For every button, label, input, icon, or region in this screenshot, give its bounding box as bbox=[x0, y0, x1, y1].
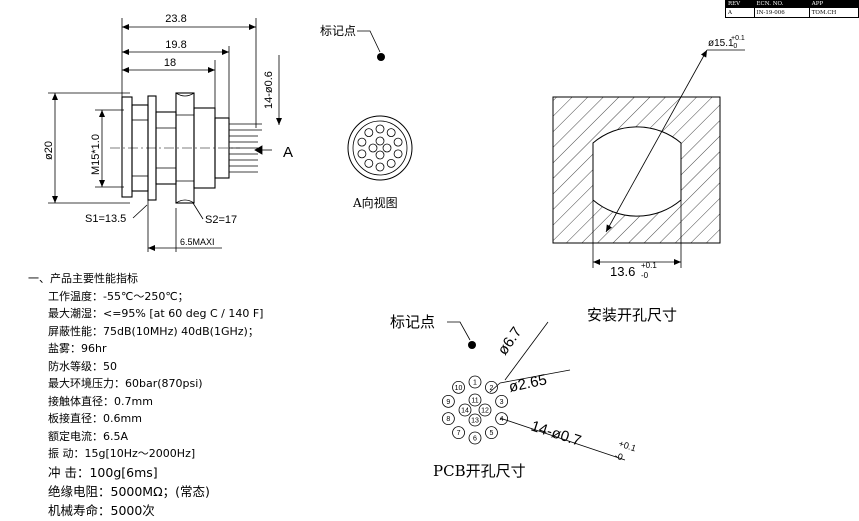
pin-hole bbox=[485, 380, 498, 394]
pin-number: 13 bbox=[471, 418, 479, 425]
pin-hole bbox=[468, 413, 482, 427]
pin-hole bbox=[382, 143, 392, 153]
side-view bbox=[48, 18, 282, 252]
dim-overall: 23.8 bbox=[165, 13, 186, 25]
pin-hole bbox=[478, 403, 492, 417]
dim-thread: M15*1.0 bbox=[90, 134, 102, 175]
pin-number: 3 bbox=[500, 399, 504, 406]
pin-hole bbox=[441, 412, 455, 426]
a-view-outer-circle bbox=[347, 115, 413, 181]
a-view-marker-dot bbox=[377, 53, 385, 61]
pin-hole bbox=[485, 426, 498, 440]
spec-row: 最大环境压力：60bar(870psi) bbox=[48, 377, 203, 390]
dim-mid: 19.8 bbox=[165, 39, 186, 51]
dim-diameter: ø20 bbox=[43, 141, 55, 160]
spec-row: 接触体直径：0.7mm bbox=[48, 394, 153, 408]
a-view-caption: A向视图 bbox=[352, 195, 398, 210]
pcb-dim-outer: ø6.7 bbox=[494, 324, 525, 358]
cutout-dim-width-tol-low: -0 bbox=[641, 271, 649, 280]
dim-pins: 14-ø0.6 bbox=[263, 71, 275, 109]
pin-hole bbox=[495, 394, 509, 408]
spec-row: 盐雾：96hr bbox=[48, 342, 107, 355]
a-view-pins bbox=[357, 124, 403, 172]
pin-number: 7 bbox=[457, 430, 461, 437]
revision-table: REV ECN. NO. APP A IN-19-006 TOM.CH bbox=[725, 0, 859, 18]
cutout-dim-width: 13.6 bbox=[610, 264, 635, 279]
pin-hole bbox=[386, 158, 396, 168]
pin-hole bbox=[375, 124, 385, 134]
pcb-caption: PCB开孔尺寸 bbox=[433, 462, 526, 480]
pin-number: 10 bbox=[455, 385, 463, 392]
pin-hole bbox=[364, 158, 374, 168]
pin-hole bbox=[468, 431, 482, 445]
dim-short: 18 bbox=[164, 57, 176, 69]
spec-row: 冲 击：100g[6ms] bbox=[48, 464, 158, 480]
pin-hole bbox=[386, 128, 396, 138]
cutout-dim-diameter: ø15.1 bbox=[708, 38, 734, 49]
pin-number: 2 bbox=[490, 385, 494, 392]
pin-hole bbox=[368, 143, 378, 153]
pin-hole bbox=[468, 375, 482, 389]
panel-cutout: ø15.1 +0.1 -0 13.6 +0.1 -0 安装开孔尺寸 bbox=[552, 35, 745, 324]
pin-hole bbox=[452, 426, 465, 440]
pin-hole bbox=[452, 380, 465, 394]
pin-hole bbox=[364, 128, 374, 138]
pin-hole bbox=[468, 393, 482, 407]
cutout-dim-diameter-tol-up: +0.1 bbox=[731, 35, 745, 42]
pin-number: 6 bbox=[473, 436, 477, 443]
pin-hole bbox=[393, 149, 403, 159]
label-s2: S2=17 bbox=[205, 214, 237, 226]
pin-hole bbox=[441, 394, 455, 408]
revision-app: TOM.CH bbox=[808, 7, 859, 18]
label-s1: S1=13.5 bbox=[85, 213, 126, 225]
spec-row: 绝缘电阻：5000MΩ；(常态) bbox=[48, 483, 210, 499]
pin-hole bbox=[375, 136, 385, 146]
pin-number: 14 bbox=[461, 408, 469, 415]
pcb-marker-dot bbox=[468, 341, 476, 349]
pcb-dim-inner: ø2.65 bbox=[507, 371, 548, 396]
pin-hole bbox=[375, 162, 385, 172]
pin-hole bbox=[393, 137, 403, 147]
spec-row: 机械寿命：5000次 bbox=[48, 502, 155, 518]
revision-table-header: REV ECN. NO. APP bbox=[725, 0, 859, 8]
cutout-hole bbox=[592, 126, 682, 217]
spec-row: 额定电流：6.5A bbox=[48, 429, 129, 443]
spec-list: 一、产品主要性能指标 工作温度：-55℃～250℃； 最大潮湿：<=95% [a… bbox=[28, 270, 328, 520]
arrow-a-label: A bbox=[283, 144, 293, 161]
cutout-dim-diameter-tol-low: -0 bbox=[731, 43, 737, 50]
pin-number: 5 bbox=[490, 430, 494, 437]
pin-hole bbox=[375, 150, 385, 160]
a-view: 标记点 A向视图 bbox=[320, 24, 413, 210]
pin-number: 1 bbox=[473, 380, 477, 387]
side-view-labels: 23.8 19.8 18 14-ø0.6 ø20 M15*1.0 S1=13.5… bbox=[43, 13, 293, 247]
pin-number: 9 bbox=[446, 399, 450, 406]
spec-row: 振 动：15g[10Hz～2000Hz] bbox=[48, 447, 196, 460]
pcb-marker-label: 标记点 bbox=[390, 313, 435, 331]
spec-heading: 一、产品主要性能指标 bbox=[28, 272, 138, 285]
pin-hole bbox=[357, 149, 367, 159]
pin-number: 12 bbox=[481, 408, 489, 415]
spec-row: 板接直径：0.6mm bbox=[48, 412, 142, 425]
spec-row: 工作温度：-55℃～250℃； bbox=[48, 289, 189, 303]
spec-row: 防水等级：50 bbox=[48, 359, 117, 373]
a-view-marker-label: 标记点 bbox=[320, 24, 356, 38]
spec-row: 最大潮湿：<=95% [at 60 deg C / 140 F] bbox=[48, 307, 264, 320]
pcb-dim-holes-tol-low: -0 bbox=[613, 450, 624, 462]
pin-number: 4 bbox=[500, 416, 504, 423]
pin-hole bbox=[458, 403, 472, 417]
label-max: 6.5MAXI bbox=[180, 237, 215, 247]
revision-table-row: A IN-19-006 TOM.CH bbox=[725, 7, 859, 18]
cutout-caption: 安装开孔尺寸 bbox=[587, 306, 677, 324]
cutout-dim-width-tol-up: +0.1 bbox=[641, 261, 657, 270]
spec-row: 屏蔽性能：75dB(10MHz) 40dB(1GHz)； bbox=[48, 324, 259, 338]
pcb-dim-holes: 14-ø0.7 bbox=[529, 418, 583, 450]
pin-number: 11 bbox=[471, 398, 478, 405]
pin-number: 8 bbox=[446, 416, 450, 423]
pin-hole bbox=[357, 137, 367, 147]
